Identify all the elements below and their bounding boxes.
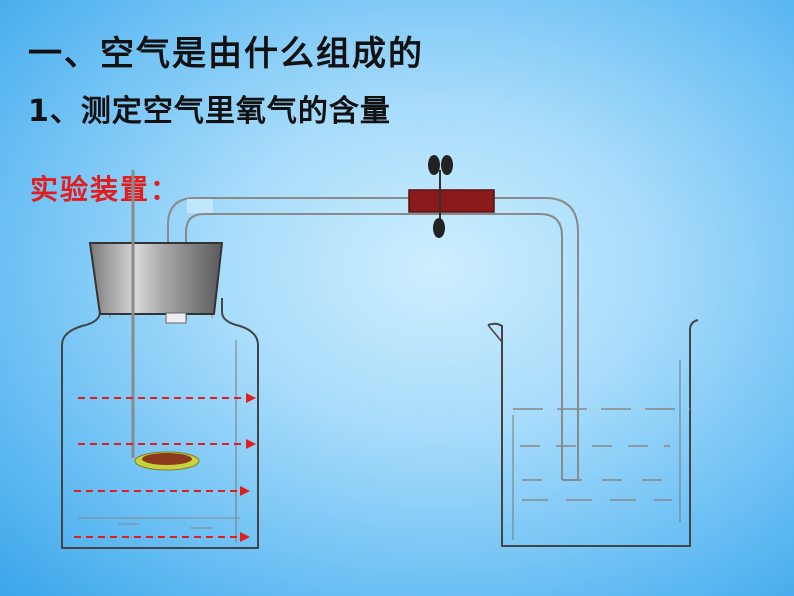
rubber-tube bbox=[408, 189, 495, 213]
slide-subtitle: 1、测定空气里氧气的含量 bbox=[28, 94, 391, 129]
rubber-stopper bbox=[88, 242, 224, 315]
glass-tube bbox=[167, 197, 579, 481]
beaker-water bbox=[513, 408, 690, 501]
slide-title: 一、空气是由什么组成的 bbox=[28, 34, 424, 74]
stopper-tube-end bbox=[165, 312, 187, 324]
jar-division-arrows bbox=[74, 397, 246, 538]
gas-jar bbox=[61, 298, 259, 549]
arrow-heads bbox=[240, 393, 256, 542]
section-label: 实验装置： bbox=[30, 173, 181, 206]
red-phosphorus bbox=[142, 453, 192, 465]
combustion-spoon bbox=[131, 170, 200, 471]
beaker bbox=[487, 319, 699, 547]
spring-clamp[interactable] bbox=[428, 155, 453, 238]
tube-interior bbox=[187, 199, 213, 213]
